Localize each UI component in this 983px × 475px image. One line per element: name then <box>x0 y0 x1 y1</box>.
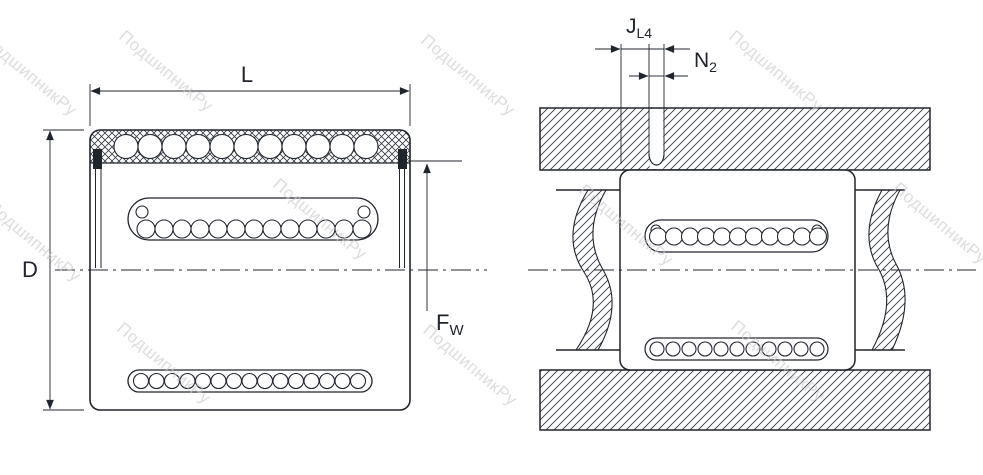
dim-label-D: D <box>22 257 38 282</box>
ball-track-upper <box>127 197 379 241</box>
dim-label-N2: N2 <box>694 49 717 75</box>
left-view: L D FW <box>22 62 487 411</box>
retaining-ring <box>648 153 665 166</box>
dim-label-L: L <box>241 62 253 87</box>
watermark-text: ПодшипникРу <box>0 31 81 120</box>
housing-bottom <box>539 369 931 431</box>
shaft-break-left <box>572 189 613 351</box>
ball-row-top <box>113 133 379 160</box>
mounted-ball-track-upper <box>644 219 829 253</box>
track-curl-right <box>357 205 371 219</box>
watermark-text: ПодшипникРу <box>889 179 983 268</box>
dim-JL4: JL4 <box>595 15 690 164</box>
seal-right <box>398 149 407 169</box>
watermark-text: ПодшипникРу <box>113 319 214 408</box>
dim-L: L <box>89 62 411 126</box>
track-curl-left <box>135 205 149 219</box>
dim-N2: N2 <box>629 49 717 80</box>
dim-label-FW: FW <box>436 310 464 339</box>
shaft-break-right <box>868 189 906 351</box>
shaft-left <box>556 189 620 351</box>
seal-left <box>93 149 102 169</box>
ball-track-lower <box>127 369 373 393</box>
watermark-text: ПодшипникРу <box>115 27 216 116</box>
dim-label-JL4: JL4 <box>626 15 652 41</box>
retaining-ring-groove <box>648 44 665 169</box>
dim-FW: FW <box>408 160 464 339</box>
right-view: JL4 N2 <box>528 15 976 431</box>
watermark-text: ПодшипникРу <box>0 197 85 286</box>
dim-D: D <box>22 129 84 411</box>
mounted-ball-track-lower <box>644 337 829 361</box>
shaft-right <box>855 189 906 351</box>
watermark-text: ПодшипникРу <box>725 27 826 116</box>
sleeve-walls <box>95 169 405 268</box>
watermark-text: ПодшипникРу <box>417 31 518 120</box>
housing-top <box>539 107 931 171</box>
watermark-text: ПодшипникРу <box>419 321 520 410</box>
